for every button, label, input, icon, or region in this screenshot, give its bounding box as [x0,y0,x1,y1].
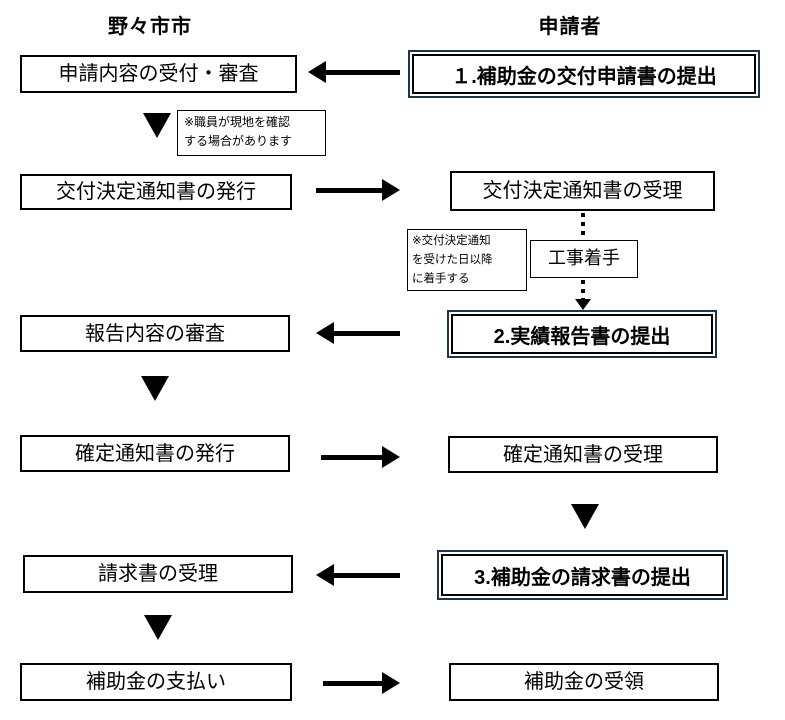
step-box-report-review: 報告内容の審査 [20,315,290,352]
arrow-right-icon [321,445,400,469]
down-arrow-icon [143,113,171,138]
note-start-after-decision: ※交付決定通知 を受けた日以降 に着手する [407,229,527,291]
step-box-receive-subsidy: 補助金の受領 [449,663,719,701]
step-box-submit-report: 2.実績報告書の提出 [447,310,717,358]
step-box-issue-confirmation: 確定通知書の発行 [20,435,290,472]
arrowhead-left-icon [316,322,334,344]
arrowhead-right-icon [382,446,400,468]
arrowhead-right-icon [382,672,400,694]
step-box-submit-invoice: 3.補助金の請求書の提出 [437,550,728,600]
arrow-shaft [316,187,382,193]
step-box-submit-application: １.補助金の交付申請書の提出 [408,50,760,98]
arrow-right-icon [323,671,400,695]
down-arrow-icon [571,504,599,529]
dotted-flow-line [581,280,585,300]
arrowhead-left-icon [316,564,334,586]
column-header-applicant: 申請者 [538,16,602,38]
column-header-city: 野々市市 [108,16,192,38]
arrowhead-right-icon [382,179,400,201]
down-arrow-icon [144,615,172,640]
arrowhead-left-icon [308,61,326,83]
down-arrow-icon [141,376,169,401]
step-box-start-construction: 工事着手 [530,240,638,278]
step-label-submit-report: 2.実績報告書の提出 [451,314,713,354]
arrow-shaft [326,69,400,75]
arrow-shaft [334,572,400,578]
dotted-arrowhead-down-icon [575,299,591,310]
note-site-check: ※職員が現地を確認 する場合があります [177,110,326,156]
step-box-issue-grant-decision: 交付決定通知書の発行 [20,174,292,210]
step-label-submit-application: １.補助金の交付申請書の提出 [412,54,756,94]
dotted-flow-line [581,213,585,239]
step-box-receive-grant-decision: 交付決定通知書の受理 [450,171,715,211]
step-box-application-review: 申請内容の受付・審査 [20,55,297,93]
arrow-shaft [334,330,400,336]
arrow-left-icon [308,60,400,84]
step-box-receive-invoice: 請求書の受理 [23,555,293,593]
arrow-left-icon [316,321,400,345]
arrow-right-icon [316,178,400,202]
arrow-left-icon [316,563,400,587]
step-box-receive-confirmation: 確定通知書の受理 [448,436,718,473]
step-box-pay-subsidy: 補助金の支払い [20,663,292,701]
step-label-submit-invoice: 3.補助金の請求書の提出 [441,554,724,596]
arrow-shaft [323,680,382,686]
arrow-shaft [321,454,382,460]
